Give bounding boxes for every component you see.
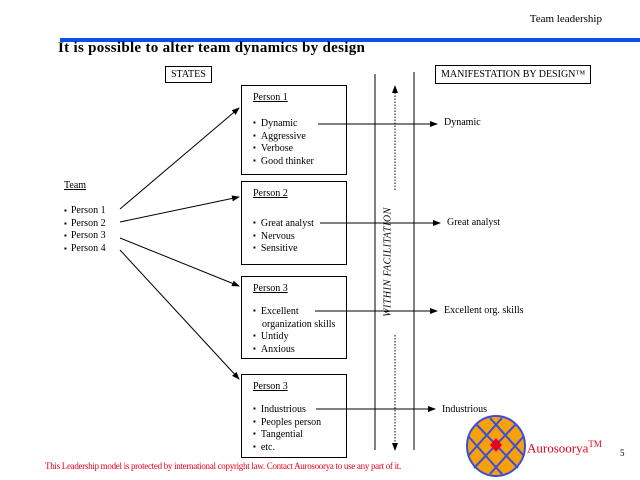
trait: Dynamic	[253, 118, 314, 131]
manifestation-2: Great analyst	[447, 217, 501, 228]
brand-tm: TM	[588, 439, 602, 449]
page-title: It is possible to alter team dynamics by…	[58, 40, 366, 56]
trait: Untidy	[253, 331, 335, 344]
trait: Verbose	[253, 143, 314, 156]
team-list: Team Person 1 Person 2 Person 3 Person 4	[64, 180, 106, 256]
team-member: Person 4	[64, 243, 106, 256]
trait: Good thinker	[253, 156, 314, 169]
trait: Aggressive	[253, 131, 314, 144]
trait: Tangential	[253, 429, 321, 442]
manifestation-3: Excellent org. skills	[444, 305, 524, 316]
brand-name: AurosooryaTM	[527, 439, 602, 456]
person-box-3: Person 3 Excellent organization skills U…	[241, 276, 347, 359]
trait: Sensitive	[253, 243, 314, 256]
trait: Industrious	[253, 404, 321, 417]
arrow-person2	[119, 195, 240, 223]
person-name: Person 3	[253, 283, 288, 294]
person-name: Person 2	[253, 188, 288, 199]
trait: Excellent	[253, 306, 335, 319]
brand-text: Aurosoorya	[527, 440, 589, 456]
person-name: Person 3	[253, 381, 288, 392]
trait: Great analyst	[253, 218, 314, 231]
header-rule	[60, 38, 640, 42]
person-box-4: Person 3 Industrious Peoples person Tang…	[241, 374, 347, 458]
manifestation-label: MANIFESTATION BY DESIGN™	[435, 65, 592, 84]
arrow-person3	[119, 237, 240, 287]
team-member: Person 2	[64, 218, 106, 231]
aurosoorya-logo-icon	[466, 415, 526, 477]
person-box-2: Person 2 Great analyst Nervous Sensitive	[241, 181, 347, 265]
team-member: Person 1	[64, 205, 106, 218]
team-member: Person 3	[64, 230, 106, 243]
trait: organization skills	[262, 318, 336, 330]
trait: Peoples person	[253, 417, 321, 430]
manifestation-4: Industrious	[442, 404, 487, 415]
within-facilitation-label: WITHIN FACILITATION	[382, 207, 394, 317]
trait: etc.	[253, 442, 321, 455]
manifestation-1: Dynamic	[444, 117, 481, 128]
states-label: STATES	[165, 66, 212, 83]
section-label: Team leadership	[529, 13, 602, 25]
person-box-1: Person 1 Dynamic Aggressive Verbose Good…	[241, 85, 347, 175]
arrow-person1	[119, 107, 240, 210]
person-name: Person 1	[253, 92, 288, 103]
page-number: 5	[620, 448, 625, 458]
trait: Anxious	[253, 344, 335, 357]
trait: Nervous	[253, 231, 314, 244]
team-heading: Team	[64, 180, 87, 191]
copyright-notice: This Leadership model is protected by in…	[45, 461, 401, 471]
arrow-person4	[119, 249, 240, 380]
